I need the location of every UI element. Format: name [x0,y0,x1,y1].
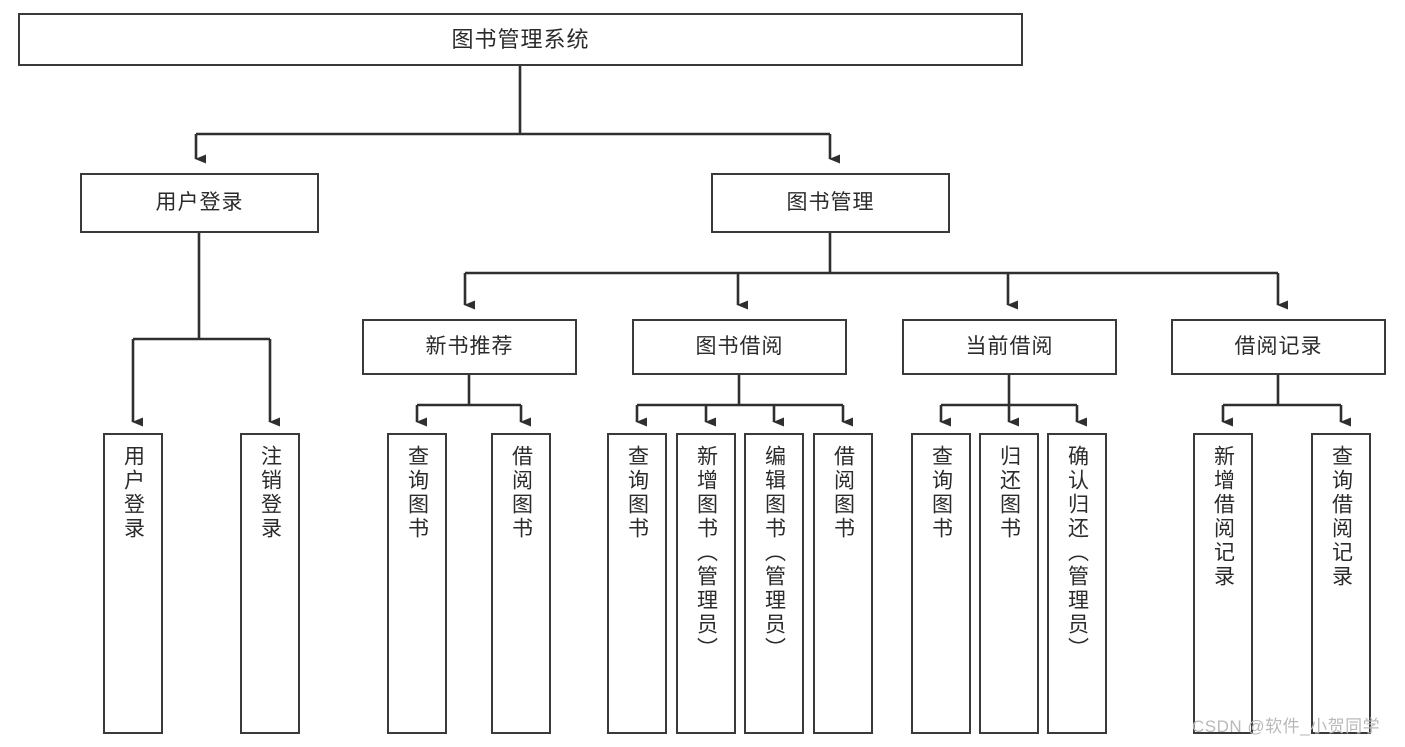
watermark: CSDN @软件_小贺同学 [1192,717,1381,736]
leaf-logout[interactable]: 注销登录 [240,433,300,734]
node-label: 借阅记录 [1234,334,1323,358]
leaf-add-borrow-record[interactable]: 新增借阅记录 [1193,433,1253,734]
node-label: 确认归还（管理员） [1065,445,1089,661]
node-label: 当前借阅 [965,334,1054,358]
node-label: 用户登录 [121,445,145,541]
node-label: 注销登录 [258,445,282,541]
leaf-query-book-current[interactable]: 查询图书 [911,433,971,734]
node-label: 查询图书 [929,445,953,541]
node-label: 图书管理系统 [451,26,590,52]
leaf-confirm-return-admin[interactable]: 确认归还（管理员） [1047,433,1107,734]
node-label: 借阅图书 [831,445,855,541]
node-label: 新增借阅记录 [1211,445,1235,589]
node-label: 借阅图书 [509,445,533,541]
node-label: 图书借阅 [695,334,784,358]
leaf-return-book[interactable]: 归还图书 [979,433,1039,734]
node-borrow-records[interactable]: 借阅记录 [1171,319,1386,375]
node-label: 查询借阅记录 [1329,445,1353,589]
node-current-borrow[interactable]: 当前借阅 [902,319,1117,375]
node-label: 用户登录 [155,190,244,214]
node-label: 查询图书 [405,445,429,541]
node-label: 编辑图书（管理员） [762,445,786,661]
leaf-query-borrow-record[interactable]: 查询借阅记录 [1311,433,1371,734]
node-book-borrow[interactable]: 图书借阅 [632,319,847,375]
node-label: 归还图书 [997,445,1021,541]
node-book-management[interactable]: 图书管理 [711,173,950,233]
node-label: 查询图书 [625,445,649,541]
leaf-user-login[interactable]: 用户登录 [103,433,163,734]
leaf-borrow-book[interactable]: 借阅图书 [813,433,873,734]
node-label: 图书管理 [786,190,875,214]
node-user-login[interactable]: 用户登录 [80,173,319,233]
leaf-edit-book-admin[interactable]: 编辑图书（管理员） [744,433,804,734]
node-label: 新增图书（管理员） [694,445,718,661]
leaf-add-book-admin[interactable]: 新增图书（管理员） [676,433,736,734]
node-new-book-recommend[interactable]: 新书推荐 [362,319,577,375]
leaf-borrow-book-recommend[interactable]: 借阅图书 [491,433,551,734]
node-label: 新书推荐 [425,334,514,358]
leaf-query-book-recommend[interactable]: 查询图书 [387,433,447,734]
node-root[interactable]: 图书管理系统 [18,13,1023,66]
leaf-query-book-borrow[interactable]: 查询图书 [607,433,667,734]
